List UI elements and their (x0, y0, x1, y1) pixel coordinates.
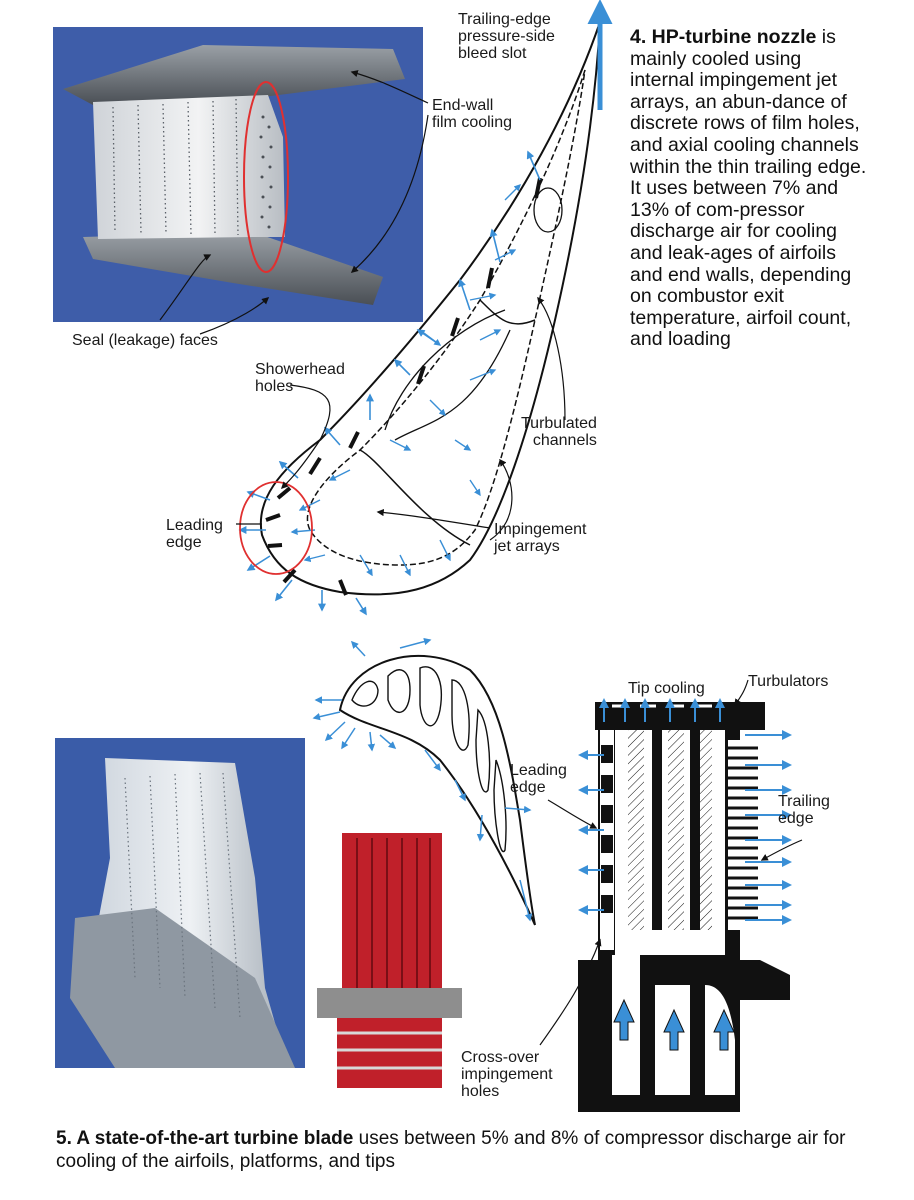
leading-edge-label: Leading edge (166, 517, 223, 551)
caption-title: 5. A state-of-the-art turbine blade (56, 1128, 354, 1149)
seal-faces-label: Seal (leakage) faces (72, 332, 218, 349)
blade-trailing-edge-label: Trailing edge (778, 793, 830, 827)
turbulators-label: Turbulators (748, 673, 829, 690)
figure-caption: 5. A state-of-the-art turbine blade uses… (56, 1127, 876, 1173)
impingement-label: Impingement jet arrays (494, 521, 587, 555)
trailing-edge-slot-label: Trailing-edge pressure-side bleed slot (458, 11, 555, 62)
tip-cooling-label: Tip cooling (628, 680, 705, 697)
nozzle-photo (53, 27, 423, 322)
caption-text: uses between 5% and 8% of compressor dis… (56, 1128, 846, 1172)
turbulated-channels-label: Turbulated channels (521, 415, 597, 449)
nozzle-description: 4. HP-turbine nozzle is mainly cooled us… (630, 26, 870, 351)
blade-leading-edge-label: Leading edge (510, 762, 567, 796)
nozzle-description-text: is mainly cooled using internal impingem… (630, 26, 867, 351)
blade-photo (55, 738, 305, 1068)
showerhead-label: Showerhead holes (255, 361, 345, 395)
end-wall-film-label: End-wall film cooling (432, 97, 513, 131)
cross-over-label: Cross-over impingement holes (461, 1049, 553, 1100)
nozzle-description-title: 4. HP-turbine nozzle (630, 26, 817, 48)
blade-cutaway-photo (312, 828, 467, 1090)
